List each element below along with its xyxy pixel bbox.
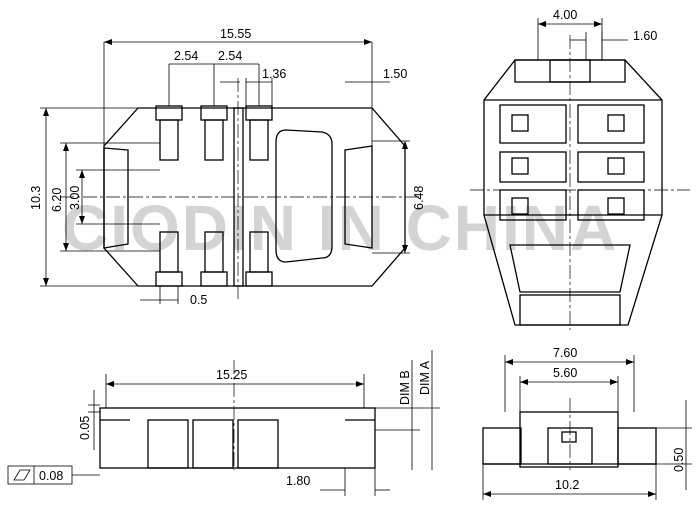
- dim-width-total: 10.2: [555, 478, 579, 492]
- dim-inner-height: 6.20: [50, 188, 64, 212]
- dim-pitch-1: 2.54: [174, 49, 198, 63]
- dim-center-height: 3.00: [68, 186, 82, 210]
- dim-width-inner: 5.60: [553, 366, 577, 380]
- dim-width-top: 4.00: [553, 8, 577, 22]
- dim-pitch-2: 2.54: [218, 49, 242, 63]
- watermark: CIODIN IN CHINA: [62, 192, 618, 264]
- upper-contacts: [155, 105, 273, 161]
- housing-window: [275, 129, 333, 263]
- dim-b-label: DIM B: [398, 370, 412, 405]
- dim-width-outer: 7.60: [553, 346, 577, 360]
- end-view-outline: [483, 59, 663, 326]
- dim-a-label: DIM A: [418, 360, 432, 395]
- top-view: 15.55 2.54 2.54 1.36 1.50 10.3 6.20: [29, 27, 426, 307]
- end-view: 7.60 5.60 10.2 0.50: [482, 346, 692, 500]
- right-face: [344, 145, 373, 249]
- dim-pin-gap: 0.5: [190, 293, 207, 307]
- side-view: 15.25 0.05 DIM B DIM A 1.80 0.08: [7, 350, 440, 496]
- dim-right-height: 6.48: [412, 186, 426, 210]
- dim-thickness: 0.05: [78, 416, 92, 440]
- dim-overall-length: 15.55: [220, 27, 251, 41]
- left-face: [103, 147, 129, 249]
- flatness-value: 0.08: [39, 469, 63, 483]
- dim-body-length: 15.25: [216, 368, 247, 382]
- end-view-top: 4.00 1.60: [470, 8, 690, 330]
- dim-height: 0.50: [672, 448, 686, 472]
- dim-lead-length: 1.80: [286, 474, 310, 488]
- lower-contacts: [155, 231, 273, 287]
- dim-pin-width: 1.36: [262, 67, 286, 81]
- dim-end-tab: 1.50: [383, 67, 407, 81]
- dim-overall-height: 10.3: [29, 186, 43, 210]
- dim-width-small: 1.60: [633, 29, 657, 43]
